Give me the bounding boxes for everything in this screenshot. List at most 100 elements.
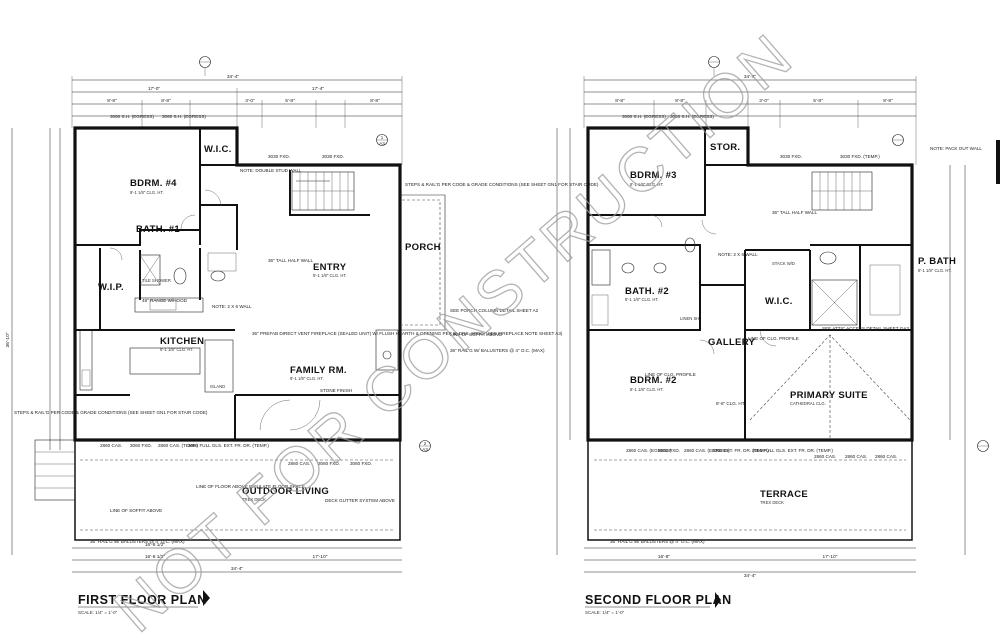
first-bottom-dim-3: 17'-10" — [313, 554, 328, 560]
second-bwin-5: 3060 FULL GLS. EXT. FR. DR. (TEMP.) — [752, 448, 833, 453]
second-top-dim-2: 8'-8" — [675, 98, 685, 104]
porch-outline — [400, 194, 446, 331]
second-right-dimensions — [949, 165, 966, 555]
note-rails-first: 36" RAIL'G W/ BALUSTERS @ 4" O.C. (MAX) — [450, 348, 545, 353]
first-bwin-3: 2860 CAS. (TEMP.) — [158, 443, 198, 448]
first-top-dim-4: 5'-8" — [285, 98, 295, 104]
room-family-ceiling: 9'-1 1/8" CLG. HT. — [290, 376, 324, 381]
note-2x6-second: NOTE: 2 X 6 WALL — [718, 252, 758, 257]
left-entry-stair — [34, 439, 76, 501]
note-clg-profile-2: LINE OF CLG. PROFILE — [645, 372, 696, 377]
room-bdrm3: BDRM. #3 — [630, 170, 677, 181]
note-rail-pier-left: STEPS & RAIL'G PER CODE & GRADE CONDITIO… — [14, 410, 208, 415]
room-bdrm2: BDRM. #2 — [630, 375, 677, 386]
second-top-dimensions: 34'-4" 8'-8" 8'-8" 3'-0" 5'-8" 8'-8" — [583, 74, 917, 165]
note-porch-column: SEE PORCH COLUMN DETAIL SHEET A2 — [450, 308, 539, 313]
first-top-dim-1: 8'-8" — [107, 98, 117, 104]
second-window-4: 3030 FXD. (TEMP.) — [840, 154, 880, 159]
room-bdrm4-ceiling: 9'-1 1/8" CLG. HT. — [130, 190, 164, 195]
first-bottom-dimensions: 16'-8 1/2" 16'-8 1/2" 17'-10" 34'-4" — [72, 542, 402, 573]
second-left-dimensions — [556, 128, 571, 555]
first-window-3: 3030 FXD. — [268, 154, 290, 159]
note-soffit-below: LINE OF SOFFIT ABOVE — [110, 508, 162, 513]
room-entry: ENTRY — [313, 262, 347, 273]
room-entry-ceiling: 9'-1 1/8" CLG. HT. — [313, 273, 347, 278]
soffit-lines — [80, 459, 395, 531]
porch-soffit-line — [402, 199, 441, 326]
primary-ceiling-lines — [749, 334, 911, 440]
section-marker-right-4 — [977, 440, 989, 452]
second-bottom-overall: 34'-4" — [744, 573, 757, 579]
second-top-dim-3: 3'-0" — [759, 98, 769, 104]
first-bottom-dim-1: 16'-8 1/2" — [145, 542, 166, 548]
first-window-1: 3060 S.H. (EGRESS) — [110, 114, 154, 119]
section-marker-top-2 — [708, 56, 720, 76]
second-stair — [811, 171, 873, 211]
first-bwin-6: 3060 FXD. — [318, 461, 340, 466]
note-2x6-first: NOTE: 2 X 6 WALL — [212, 304, 252, 309]
first-doors — [109, 189, 321, 431]
first-top-sub-dim-2: 17'-4" — [312, 86, 325, 92]
second-floor-plan: 34'-4" 8'-8" 8'-8" 3'-0" 5'-8" 8'-8" — [556, 56, 989, 615]
second-floor-title: SECOND FLOOR PLAN — [585, 593, 732, 607]
island-label: ISLAND — [210, 384, 225, 389]
marker-2-top: 2 — [424, 441, 427, 446]
room-bath2-ceiling: 8'-1 1/8" CLG. HT. — [625, 297, 659, 302]
second-interior-walls — [588, 128, 912, 440]
first-window-2: 3060 S.H. (EGRESS) — [162, 114, 206, 119]
note-floor-above: LINE OF FLOOR ABOVE INSULATE FLOOR SPACE — [196, 484, 305, 489]
note-stone: STONE FINISH — [320, 388, 352, 393]
room-outdoor-deck: TREX DECK — [242, 497, 266, 502]
second-bwin-2: 3060 FXD. — [658, 448, 680, 453]
second-window-3: 3030 FXD. — [780, 154, 802, 159]
first-overall-width: 34'-4" — [227, 74, 240, 80]
note-half-wall-second: 36" TALL HALF WALL — [772, 210, 817, 215]
section-marker-right-2: 2 A3 — [419, 440, 431, 452]
note-double-stud: NOTE: DOUBLE STUD WALL — [240, 168, 302, 173]
first-bottom-dim-2: 16'-8 1/2" — [145, 554, 166, 560]
room-terrace: TERRACE — [760, 489, 808, 500]
note-attic: SEE ATTIC ACCESS DETAIL SHEET GA3 — [822, 326, 909, 331]
note-half-wall-first: 36" TALL HALF WALL — [268, 258, 313, 263]
first-top-dim-2: 8'-8" — [161, 98, 171, 104]
first-left-dimensions: 36'-10" — [5, 128, 61, 555]
terrace-soffit-lines — [594, 459, 906, 531]
bath1-fixtures — [139, 252, 237, 286]
note-clg-ht: 8'-6" CLG. HT. — [716, 401, 745, 406]
fireplace — [375, 329, 399, 371]
note-rails-deck-first: 36" RAIL'G W/ BALUSTERS @ 4" O.C. (MAX) — [90, 539, 185, 544]
marker-2-bottom: A3 — [422, 447, 428, 452]
first-north-arrow-icon — [203, 590, 210, 606]
second-bottom-dim-2: 17'-10" — [823, 554, 838, 560]
first-bwin-2: 3060 FXD. — [130, 443, 152, 448]
sheet-edge-tab — [996, 140, 1000, 184]
room-primary: PRIMARY SUITE — [790, 390, 868, 401]
first-top-sub-dim-1: 17'-0" — [148, 86, 161, 92]
second-overall-width: 34'-4" — [744, 74, 757, 80]
room-bdrm2-ceiling: 8'-1 1/8" CLG. HT. — [630, 387, 664, 392]
room-stor: STOR. — [710, 142, 740, 153]
second-doors — [649, 214, 777, 355]
first-floor-title: FIRST FLOOR PLAN — [78, 593, 207, 607]
second-window-2: 3060 S.H. (EGRESS) — [670, 114, 714, 119]
marker-1-top: 1 — [381, 135, 384, 140]
room-kitchen-ceiling: 9'-1 1/8" CLG. HT. — [160, 347, 194, 352]
second-bottom-dimensions: 16'-8" 17'-10" 34'-4" — [584, 547, 916, 579]
first-floor-plan: 34'-4" 17'-0" 17'-4" 8'-8" 8'-8" 3'-0" 5… — [5, 56, 599, 615]
stack-wd-label: STACK W/D — [772, 261, 795, 266]
first-floor-scale: SCALE: 1/4" = 1'-0" — [78, 610, 118, 615]
bath2-fixtures — [591, 237, 696, 326]
tile-shower-label: TILE SHOWER — [142, 278, 171, 283]
second-bottom-dim-1: 16'-8" — [658, 554, 671, 560]
first-top-dim-5: 8'-8" — [370, 98, 380, 104]
room-family: FAMILY RM. — [290, 365, 347, 376]
second-bwin-1: 2860 CAS. (EGRESS) — [626, 448, 672, 453]
note-soffit: LINE OF SOFFIT ABOVE — [450, 332, 502, 337]
room-bath2: BATH. #2 — [625, 286, 669, 297]
first-bwin-7: 3060 FXD. — [350, 461, 372, 466]
second-top-dim-1: 8'-8" — [615, 98, 625, 104]
second-top-dim-5: 8'-8" — [883, 98, 893, 104]
linen-label: LINEN SH. — [680, 316, 700, 321]
first-bottom-overall: 34'-4" — [231, 566, 244, 572]
